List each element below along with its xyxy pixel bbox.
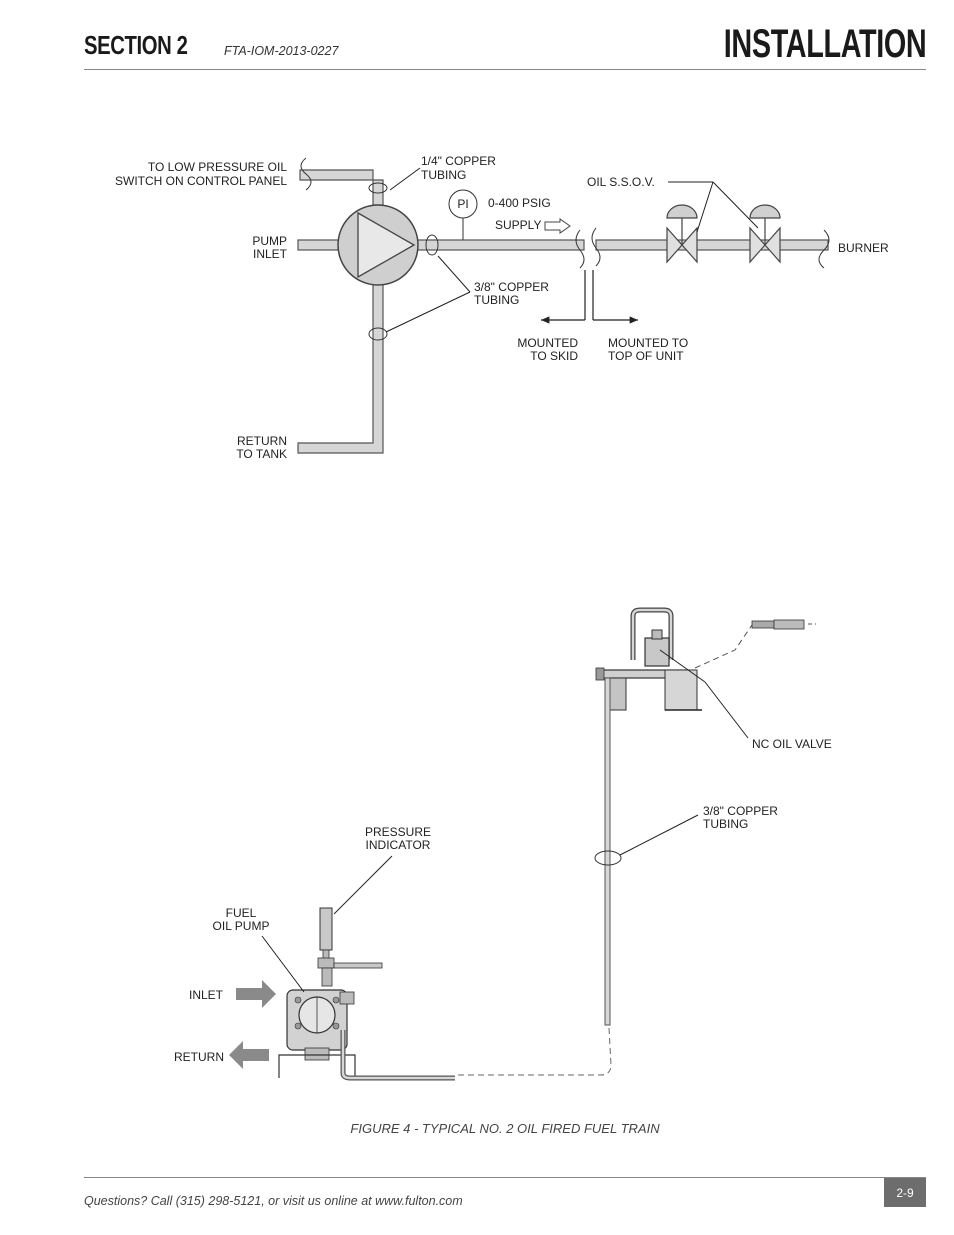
mounted-top-label-2: TOP OF UNIT (608, 349, 684, 363)
three-eighths-copper-label-2: TUBING (474, 293, 519, 307)
ssov-valve-1 (666, 204, 698, 264)
footer-contact: Questions? Call (315) 298-5121, or visit… (84, 1194, 463, 1208)
page-title: INSTALLATION (723, 22, 926, 66)
three-eighths-copper-label: 3/8" COPPER (474, 280, 549, 294)
page-number: 2-9 (884, 1178, 926, 1207)
inlet-arrow (236, 980, 276, 1008)
return-tank-label: RETURN (237, 434, 287, 448)
footer-divider (84, 1177, 926, 1178)
mounted-skid-label: MOUNTED (517, 336, 578, 350)
supply-label: SUPPLY (495, 218, 541, 232)
mounted-top-label: MOUNTED TO (608, 336, 688, 350)
ssov-valve-2 (749, 204, 781, 264)
pressure-indicator-symbol (448, 189, 478, 219)
nc-oil-valve (595, 607, 702, 711)
pi-label: PI (457, 197, 468, 211)
document-number: FTA-IOM-2013-0227 (224, 44, 339, 58)
pressure-indicator-label-2: INDICATOR (366, 838, 431, 852)
header-divider (84, 69, 926, 70)
figure-caption: FIGURE 4 - TYPICAL NO. 2 OIL FIRED FUEL … (350, 1121, 660, 1136)
psig-label: 0-400 PSIG (488, 196, 551, 210)
equipment-illustration: NC OIL VALVE 3/8" COPPER TUBING PRESSURE… (174, 607, 832, 1081)
mounted-skid-label-2: TO SKID (530, 349, 578, 363)
ssov-label: OIL S.S.O.V. (587, 175, 655, 189)
pipe-schematic: TO LOW PRESSURE OIL SWITCH ON CONTROL PA… (115, 154, 889, 461)
inlet-label: INLET (189, 988, 224, 1002)
nc-oil-valve-label: NC OIL VALVE (752, 737, 832, 751)
return-tank-label-2: TO TANK (236, 447, 287, 461)
fuel-oil-pump (278, 907, 455, 1081)
fuel-pump-label-2: OIL PUMP (213, 919, 270, 933)
copper-tubing-label-2: TUBING (703, 817, 748, 831)
fuel-pump-label: FUEL (226, 906, 257, 920)
quarter-copper-label: 1/4" COPPER (421, 154, 496, 168)
low-pressure-switch-label-2: SWITCH ON CONTROL PANEL (115, 174, 287, 188)
pump-inlet-label: PUMP (252, 234, 287, 248)
pump-inlet-label-2: INLET (253, 247, 288, 261)
low-pressure-switch-label: TO LOW PRESSURE OIL (148, 160, 287, 174)
copper-tubing-label: 3/8" COPPER (703, 804, 778, 818)
return-label: RETURN (174, 1050, 224, 1064)
section-label: SECTION 2 (84, 30, 188, 60)
quarter-copper-label-2: TUBING (421, 168, 466, 182)
pressure-indicator-label: PRESSURE (365, 825, 431, 839)
return-arrow (229, 1041, 269, 1069)
burner-label: BURNER (838, 241, 889, 255)
